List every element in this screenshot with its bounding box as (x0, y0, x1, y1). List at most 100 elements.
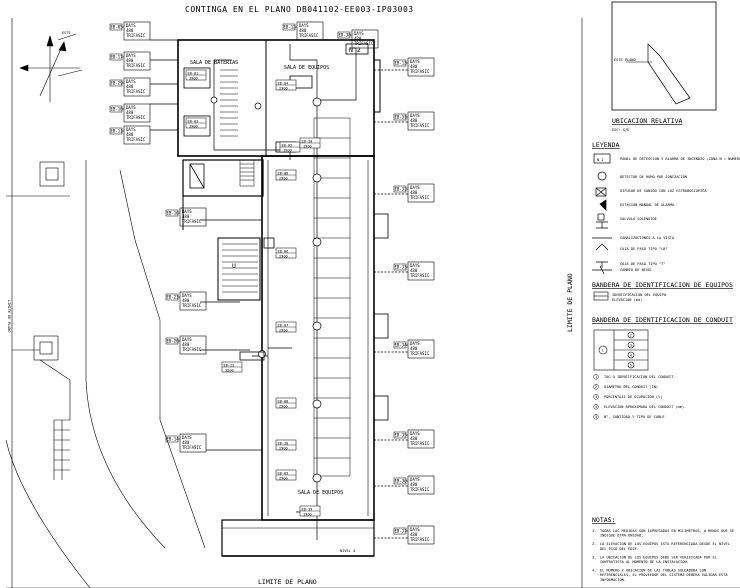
equipment-flag-tag: EB-12 (284, 25, 297, 30)
legend-panel-symbol: N 2 (597, 158, 604, 162)
inner-tag-id: EB-04 (278, 81, 289, 85)
conduit-item-number: 1 (595, 375, 597, 379)
stairs (220, 69, 258, 293)
equipment-flag-line2: 480 (182, 440, 190, 445)
note-text: TODAS LAS MEDIDAS SON EXPRESADAS EN MILI… (600, 529, 734, 538)
conduit-item-number: 3 (595, 395, 597, 399)
equipment-flag-line3: TRIFASIC (410, 351, 430, 356)
inner-tag-value: 2900 (279, 328, 288, 332)
conduit-item-circle (593, 394, 599, 400)
legend-item-text: CAJA DE PASO TIPO "T" (620, 262, 665, 266)
conduit-item-circle (593, 414, 599, 420)
equip-flag-title: BANDERA DE IDENTIFICACION DE EQUIPOS (592, 281, 733, 289)
equipment-flag-tag: EB-37 (395, 529, 408, 534)
inner-tag-id: EB-02 (282, 143, 293, 147)
conduit-item-number: 4 (595, 405, 597, 409)
equipment-flag-tag: EB-20 (167, 339, 180, 344)
inner-equipment-tags: EB-013900EB-033900EB-021900EB-042900EB-0… (185, 69, 321, 516)
equipment-flag-line1: DAYS (126, 23, 136, 28)
equipment-flag-line3: TRIFASIC (299, 33, 319, 38)
equipment-flag-line2: 480 (126, 28, 134, 33)
equipment-flag-line3: TRIFASIC (126, 89, 146, 94)
equipment-flag-line2: 480 (410, 64, 418, 69)
equipment-flag-line3: TRIFASIC (126, 33, 146, 38)
equipment-flag-line3: TRIFASIC (126, 137, 146, 142)
equipment-flag-line1: DAYS (182, 293, 192, 298)
equipment-flag-line2: 480 (126, 84, 134, 89)
equipment-flag-tag: EB-11 (111, 129, 124, 134)
conduit-item-number: 2 (595, 385, 597, 389)
equipment-flag-line1: DAYS (126, 127, 136, 132)
equipment-flag-line1: DAYS (126, 105, 136, 110)
conduit-flag-n3: 3 (630, 344, 632, 348)
conduit-item-circle (593, 374, 599, 380)
equipment-flag-line3: TRIFASIC (182, 219, 202, 224)
equipment-flag-tag: EB-29 (111, 81, 124, 86)
inner-tag-value: 2900 (279, 404, 288, 408)
inner-tag-id: EB-10 (278, 441, 289, 445)
equipment-flag-line1: DAYS (410, 477, 420, 482)
inner-tag-value: 3200 (225, 368, 234, 372)
inner-tag-id: EB-05 (278, 171, 289, 175)
small-label: NIVEL 4 (340, 549, 355, 553)
panel-tag-box (345, 43, 369, 55)
equipment-flag-line1: DAYS (299, 23, 309, 28)
legend-item-text: DIFUSOR DE SONIDO CON LUZ ESTROBOSCOPICA (620, 189, 707, 193)
equip-flag-sample (593, 291, 609, 301)
equipment-flag-tag: EB-36 (395, 479, 408, 484)
equipment-flag-tag: EB-16 (167, 211, 180, 216)
conduit-flag-box (593, 329, 649, 371)
conduit-item-text: TAG O IDENTIFICACION DEL CONDUIT. (604, 375, 675, 379)
conduit-flag-n2: 2 (630, 334, 632, 338)
equipment-flag-tag: EB-31 (395, 115, 408, 120)
equipment-flag-line3: TRIFASIC (126, 115, 146, 120)
limit-left: LIMITE DE PLANO (7, 300, 11, 332)
note-number: 3. (592, 555, 596, 559)
equipment-flag-line2: 480 (410, 190, 418, 195)
equipment-flag-line3: TRIFASIC (182, 445, 202, 450)
equipment-flag-line2: 480 (410, 118, 418, 123)
equipment-blocks (183, 67, 313, 361)
site-left (5, 160, 206, 588)
panel-tag: N 2 (349, 46, 361, 54)
location-map (611, 1, 717, 111)
inner-tag-value: 2900 (279, 254, 288, 258)
equipment-flag-tag: EB-38 (339, 33, 352, 38)
legend-item-text: CAJA DE PASO TIPO "LB" (620, 247, 668, 251)
inner-tag-id: EB-03 (188, 119, 199, 123)
equipment-flag-tag: EB-05 (111, 25, 124, 30)
inner-tag-value: 1900 (283, 148, 292, 152)
conduit-flag-title: BANDERA DE IDENTIFICACION DE CONDUIT (592, 316, 733, 324)
equipment-flag-line2: 480 (410, 268, 418, 273)
equipment-flag-line1: DAYS (354, 31, 364, 36)
equipment-flag-line2: 480 (126, 132, 134, 137)
limit-bottom: LIMITE DE PLANO (258, 578, 317, 586)
equipment-flag-line2: 480 (126, 58, 134, 63)
conduit-item-text: PORCENTAJE DE OCUPACION (%) (604, 395, 662, 399)
equipment-flag-line3: TRIFASIC (126, 63, 146, 68)
conduit-flag-circle: 1 (602, 349, 604, 353)
building-walls (177, 39, 389, 557)
equipment-flag-line2: 480 (299, 28, 307, 33)
equipment-flag-tag: EB-34 (395, 343, 408, 348)
equipment-flag-line3: TRIFASIC (410, 123, 430, 128)
note-text: LA UBICACION DE LOS EQUIPOS DEBE SER VER… (600, 555, 717, 564)
equipment-flag-tag: EB-17 (111, 55, 124, 60)
